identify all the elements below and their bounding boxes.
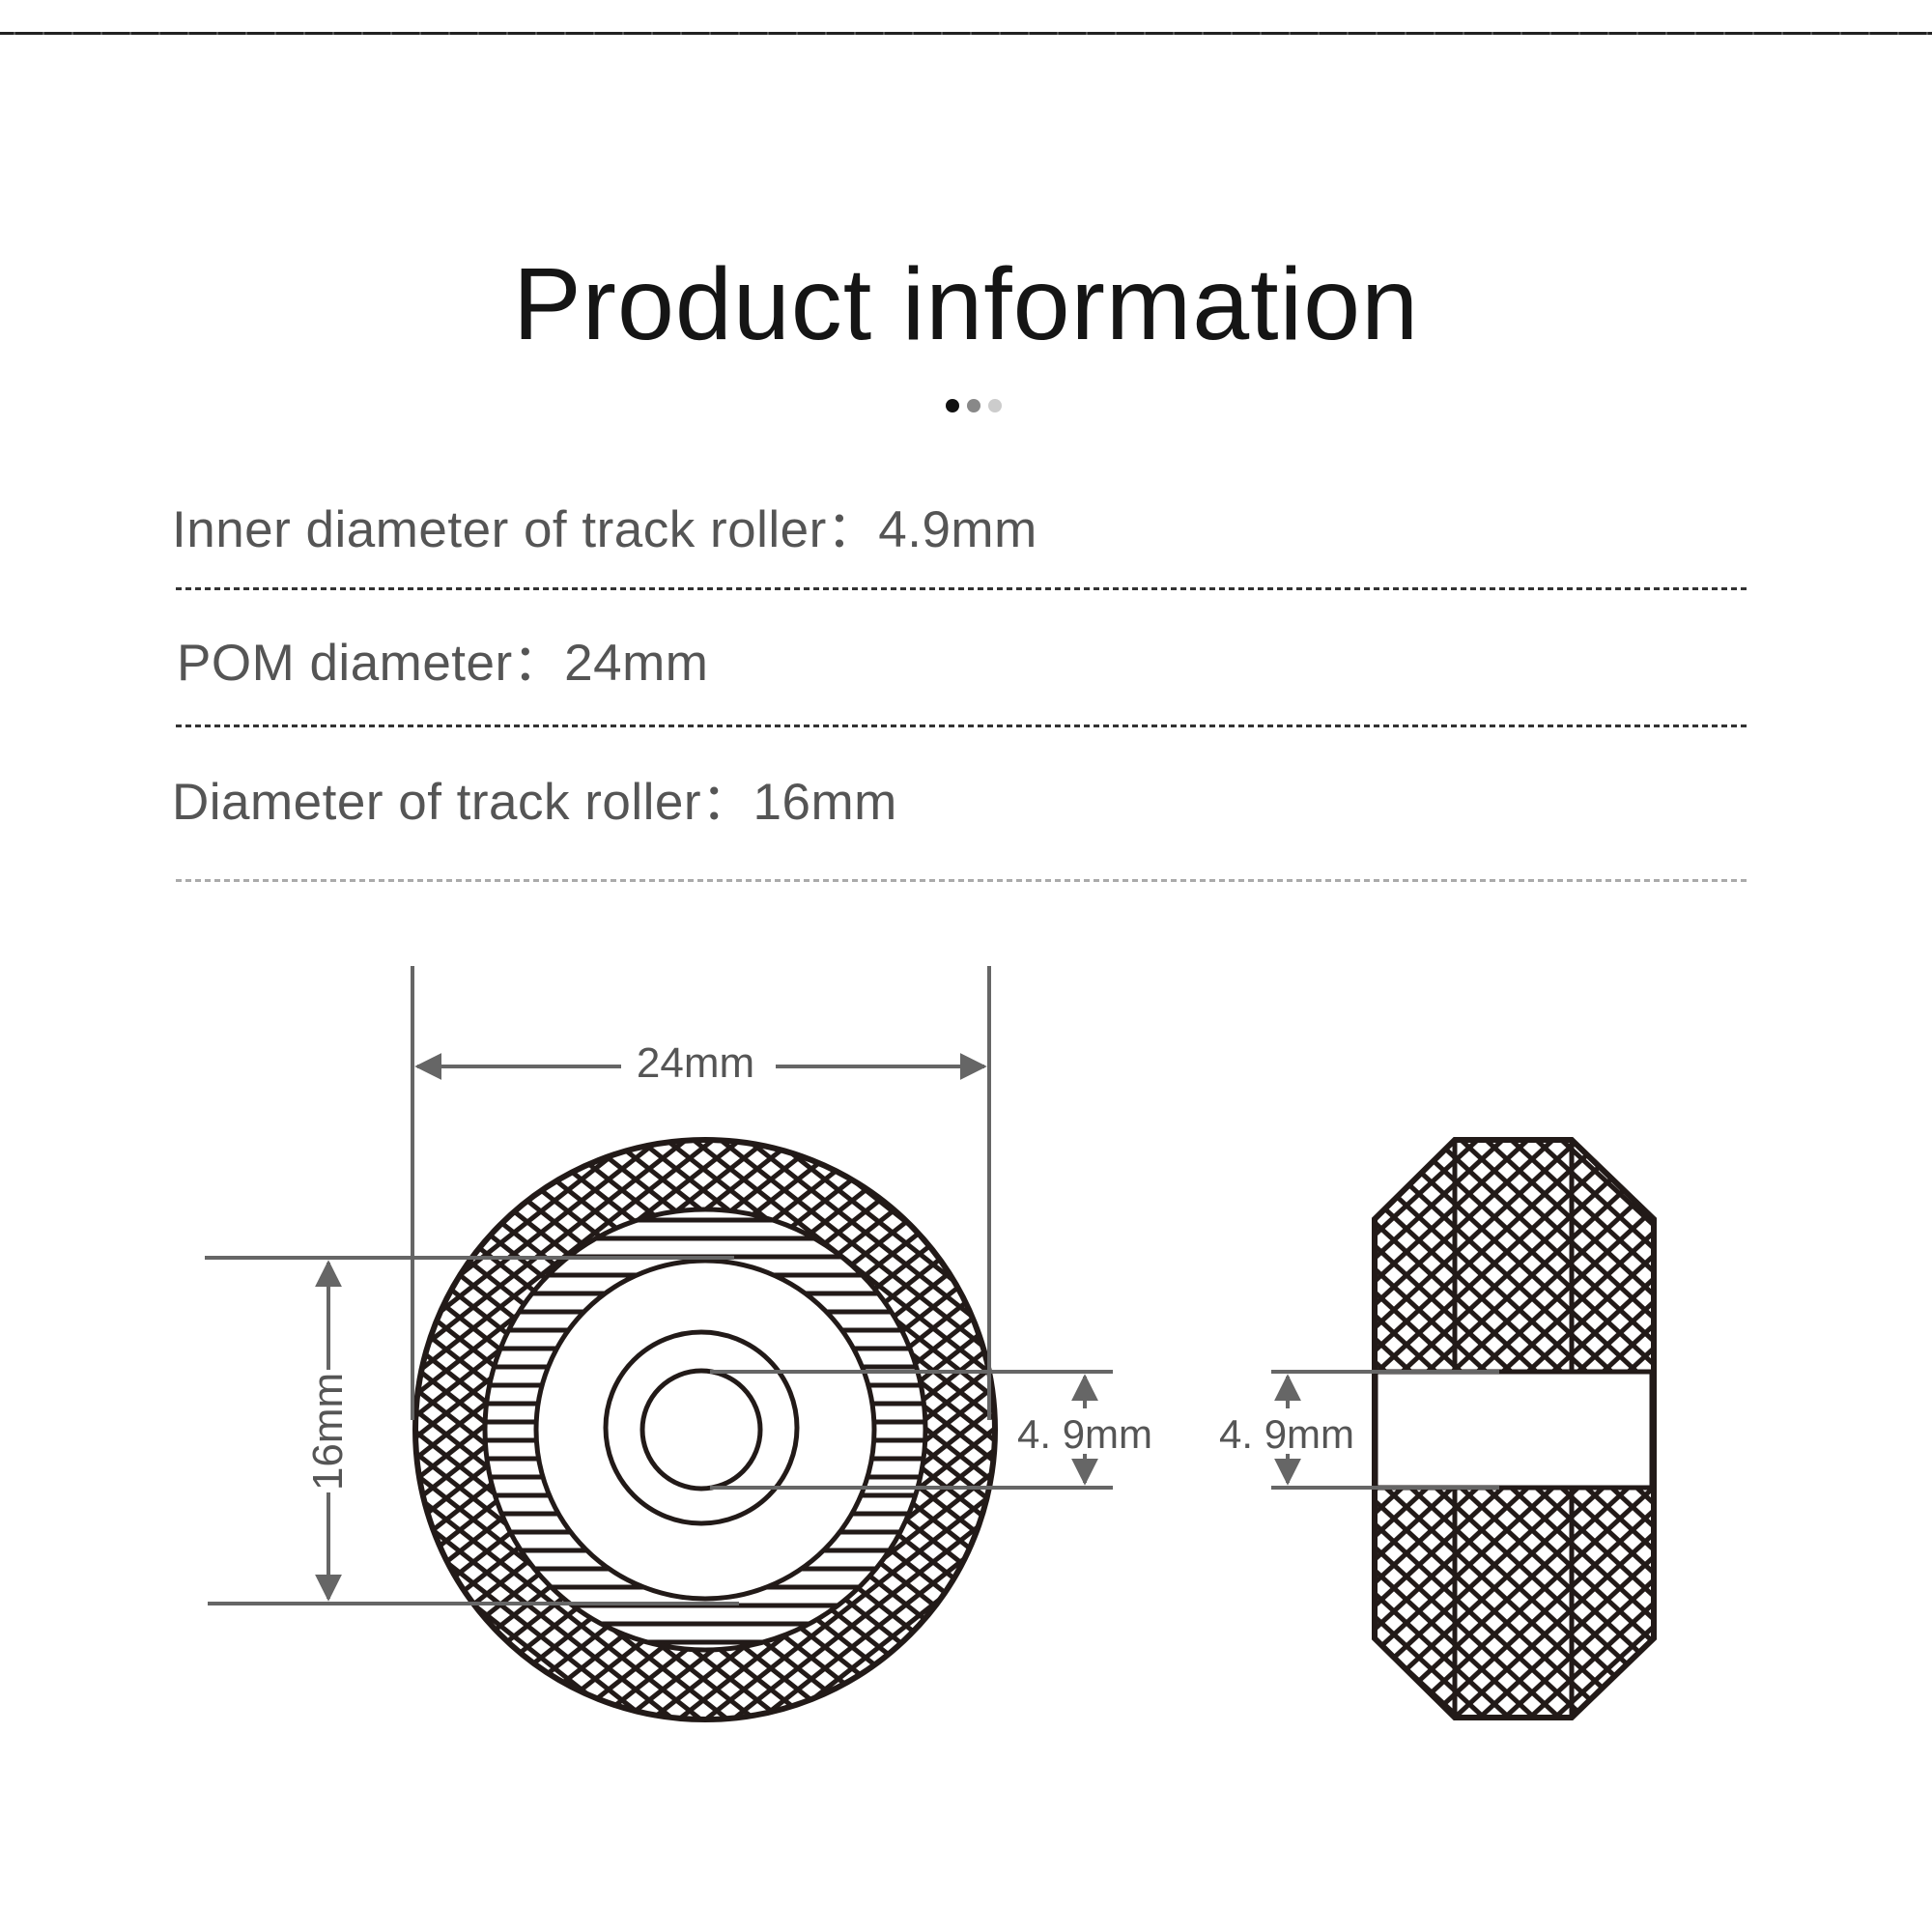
top-border-rule — [0, 32, 1932, 35]
divider — [176, 724, 1750, 727]
pager-dots — [946, 399, 1002, 412]
spec-text: Inner diameter of track roller：4.9mm — [172, 501, 1037, 558]
dimension-16mm — [205, 1256, 739, 1605]
spec-inner-diameter: Inner diameter of track roller：4.9mm — [172, 504, 1750, 555]
dimension-label-bore-front: 4. 9mm — [1017, 1411, 1152, 1457]
dimension-bore-front — [710, 1370, 1113, 1490]
dimension-bore-side — [1271, 1370, 1499, 1490]
dimension-label-24mm: 24mm — [637, 1039, 754, 1087]
pager-dot-2 — [967, 399, 980, 412]
front-view — [412, 1137, 998, 1722]
spec-pom-diameter: POM diameter：24mm — [177, 638, 1755, 689]
dimension-label-bore-side: 4. 9mm — [1219, 1411, 1354, 1457]
divider — [176, 879, 1750, 882]
pager-dot-1 — [946, 399, 959, 412]
divider — [176, 587, 1750, 590]
spec-text: POM diameter：24mm — [177, 635, 709, 692]
side-view — [1372, 1137, 1657, 1720]
page-title: Product information — [512, 247, 1420, 361]
dimension-label-16mm: 16mm — [304, 1373, 352, 1491]
spec-text: Diameter of track roller：16mm — [172, 774, 897, 831]
pager-dot-3 — [988, 399, 1002, 412]
dimension-24mm — [411, 966, 991, 1420]
spec-roller-diameter: Diameter of track roller：16mm — [172, 777, 1750, 828]
